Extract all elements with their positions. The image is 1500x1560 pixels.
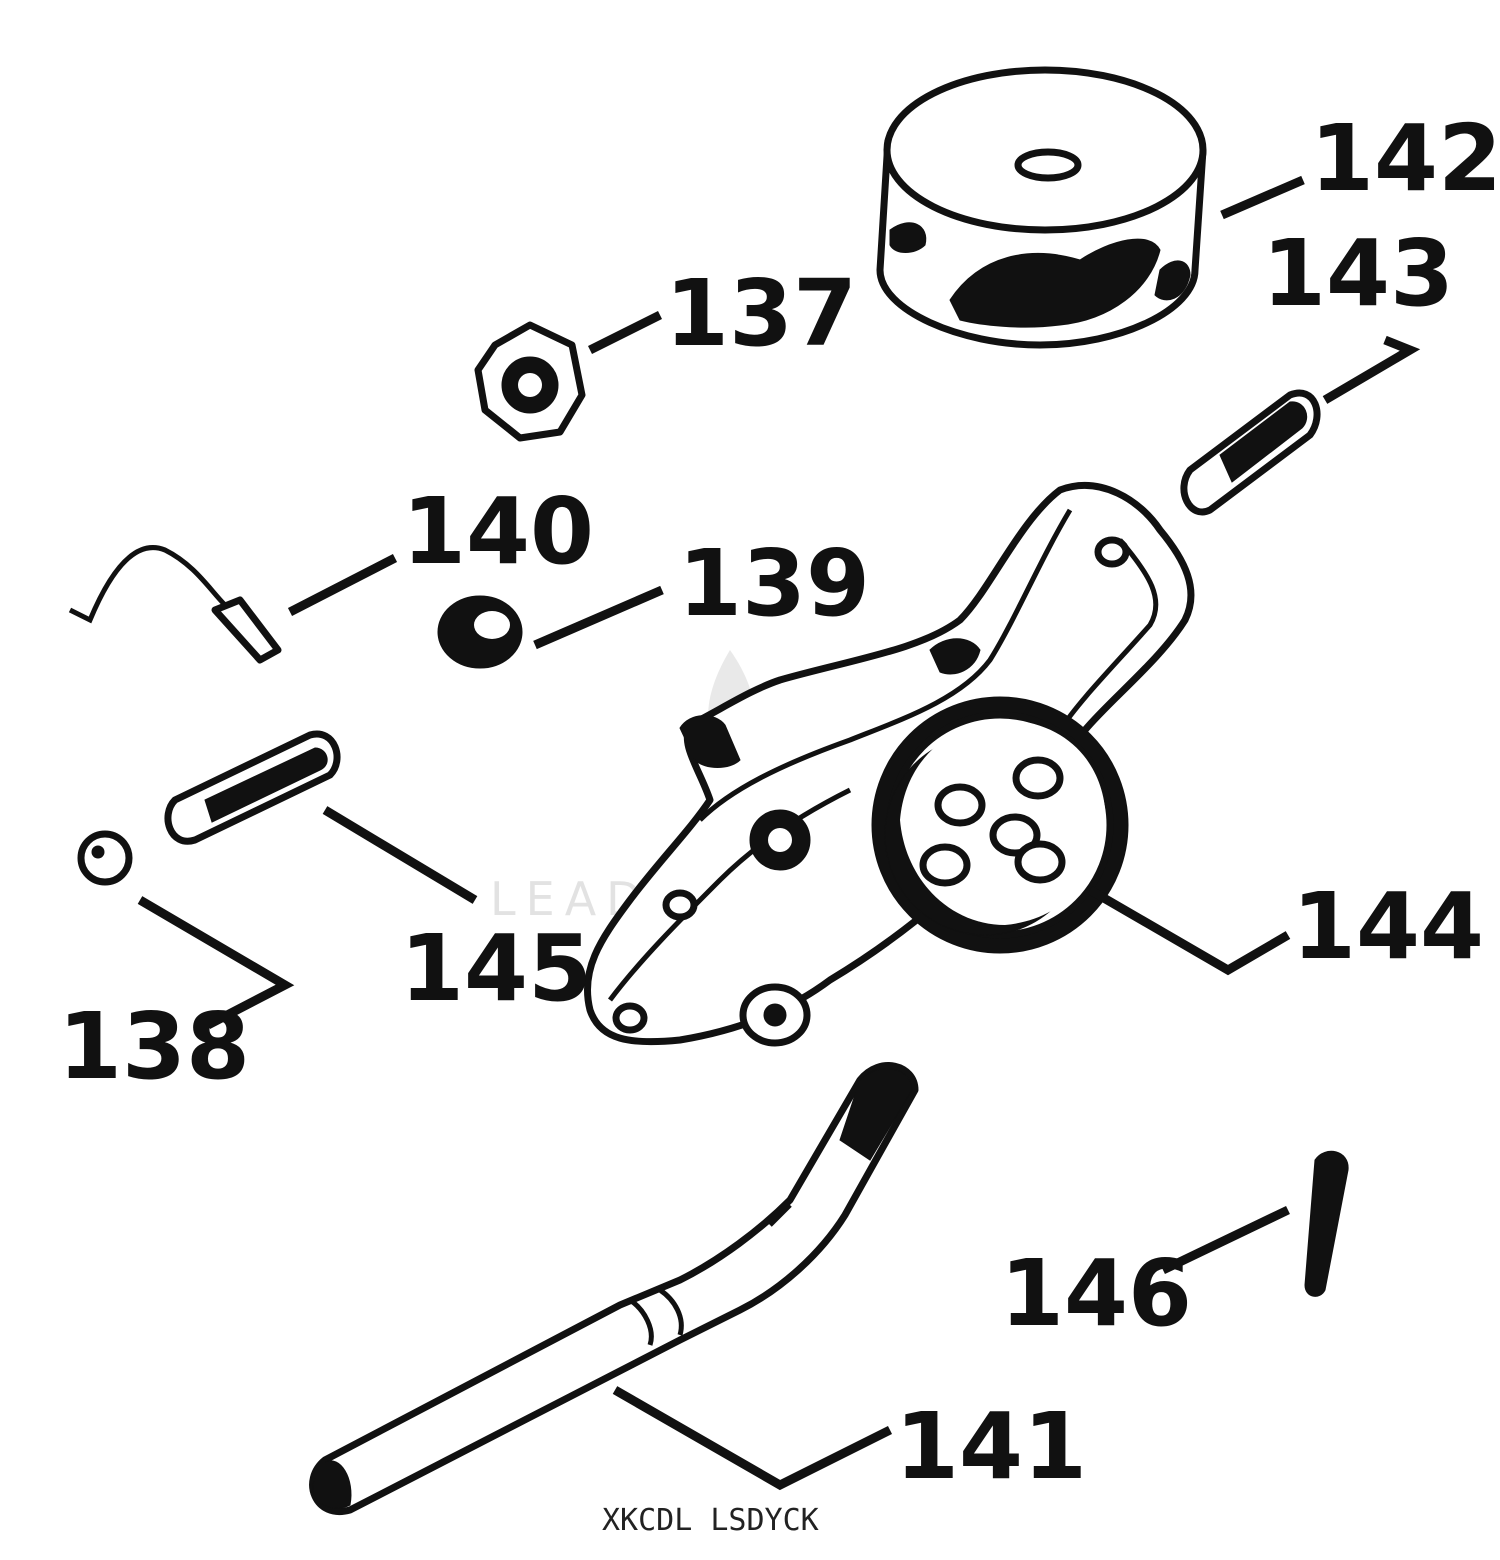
part-137-nut (474, 321, 586, 442)
part-140-spring-wire (68, 545, 282, 664)
callout-141: 141 (895, 1393, 1087, 1500)
callouts: 142 143 137 140 139 144 145 138 146 141 (58, 105, 1500, 1500)
callout-138: 138 (58, 993, 250, 1100)
callout-143: 143 (1262, 220, 1454, 327)
part-145-pin (164, 730, 341, 845)
gear (871, 696, 1129, 954)
leader-lines (137, 175, 1421, 1491)
part-138-ball (77, 830, 133, 886)
part-142-cap (876, 66, 1207, 349)
part-143-set-screw (1180, 389, 1321, 516)
callout-137: 137 (665, 260, 857, 367)
callout-139: 139 (678, 530, 870, 637)
footer-code: XKCDL LSDYCK (602, 1503, 819, 1538)
callout-144: 144 (1292, 873, 1484, 980)
part-141-tube (309, 1062, 919, 1516)
callout-146: 146 (1000, 1240, 1192, 1347)
part-146-roll-pin (1304, 1150, 1349, 1297)
callout-145: 145 (400, 915, 592, 1022)
callout-140: 140 (402, 478, 594, 585)
part-139-bushing (437, 595, 523, 669)
part-144-pump-assembly (583, 482, 1195, 1047)
callout-142: 142 (1310, 105, 1500, 212)
